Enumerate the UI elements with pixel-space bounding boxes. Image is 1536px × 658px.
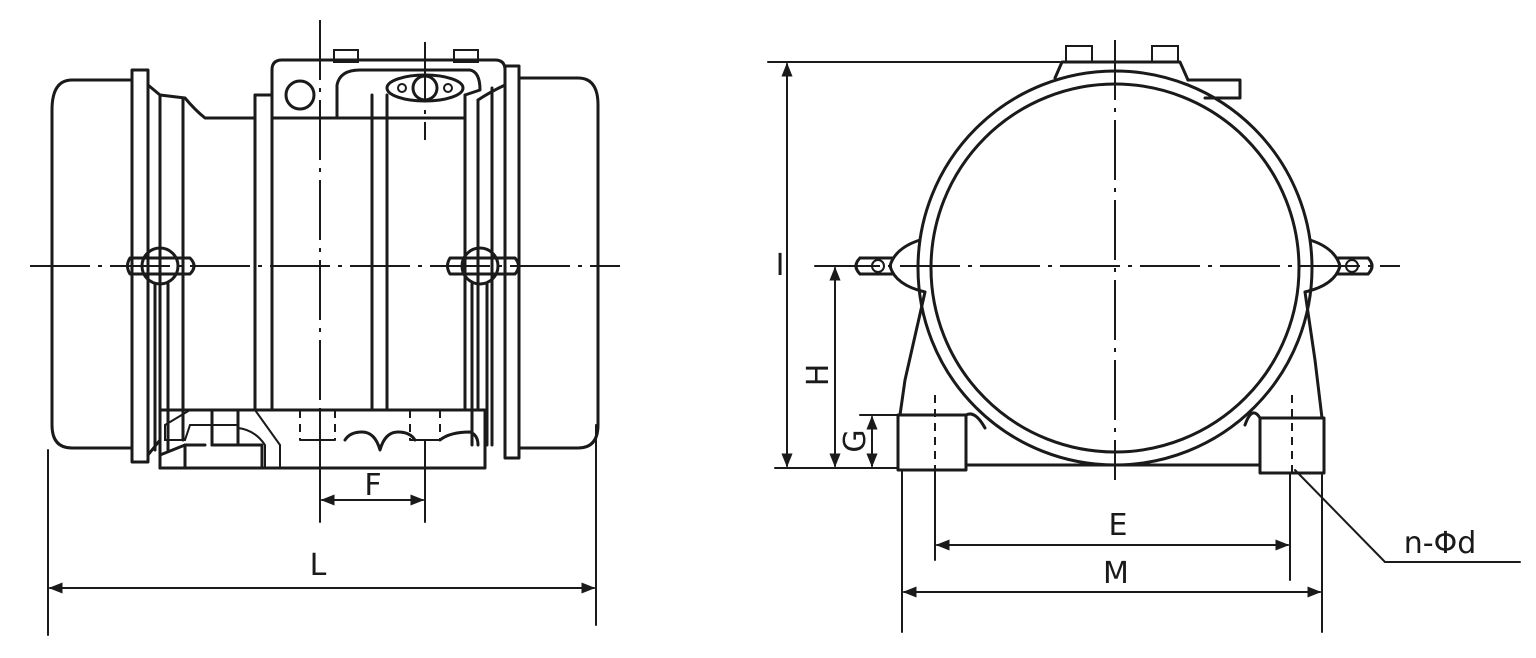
dim-label-hole: n-Φd: [1404, 526, 1477, 561]
dim-label-l: L: [310, 548, 327, 583]
front-view: [767, 40, 1521, 633]
side-view: [30, 20, 620, 636]
dim-label-f: F: [364, 468, 381, 503]
dim-label-g: G: [838, 429, 873, 452]
dim-label-i: I: [776, 248, 785, 283]
dim-label-h: H: [801, 364, 836, 387]
dim-label-e: E: [1109, 508, 1128, 543]
dim-label-m: M: [1103, 556, 1129, 591]
